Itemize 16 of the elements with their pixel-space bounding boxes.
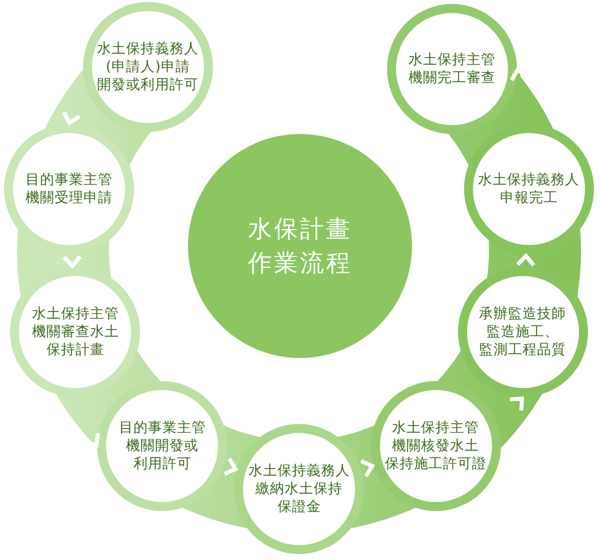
arrow bbox=[516, 254, 536, 268]
step-label: 目的事業主管機關開發或利用許可 bbox=[118, 418, 206, 473]
step-label: 目的事業主管機關受理申請 bbox=[26, 171, 113, 208]
step-label: 水土保持主管機關完工審查 bbox=[408, 50, 496, 87]
hub-title: 水保計畫作業流程 bbox=[248, 214, 352, 279]
step-label: 水土保持義務人(申請人)申請開發或利用許可 bbox=[97, 40, 199, 94]
arrow bbox=[222, 456, 238, 476]
step-label: 水土保持義務人申報完工 bbox=[478, 171, 580, 208]
step-label: 水土保持義務人繳納水土保持保證金 bbox=[248, 462, 350, 516]
arrow bbox=[359, 459, 374, 478]
step-label: 水土保持主管機關審查水土保持計畫 bbox=[32, 305, 119, 360]
step-label: 水土保持主管機關核發水土保持施工許可證 bbox=[384, 418, 486, 473]
step-label: 承辦監造技師監造施工、監測工程品質 bbox=[479, 305, 566, 360]
arrow bbox=[62, 72, 84, 125]
arrow bbox=[62, 254, 82, 268]
arrow bbox=[496, 396, 524, 425]
